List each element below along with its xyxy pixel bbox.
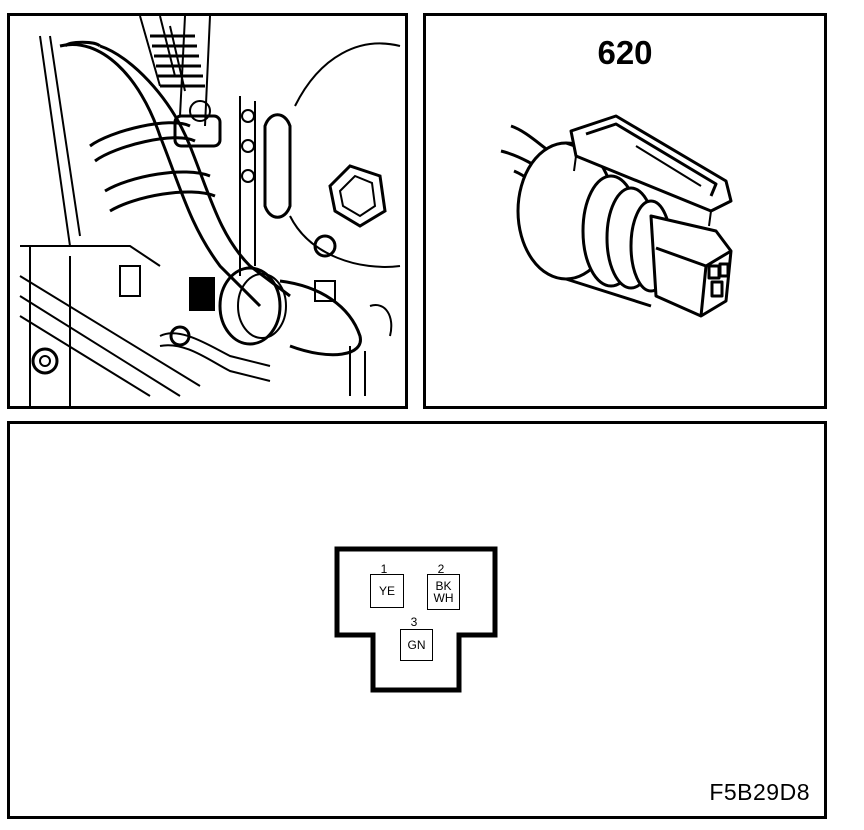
pin-1-number: 1: [380, 562, 388, 576]
pinout-panel: 1 YE 2 BK WH 3 GN F5B29D8: [7, 421, 827, 819]
pin-3-cavity: GN: [400, 629, 433, 661]
pin-2-wire-color: BK WH: [433, 579, 454, 605]
figure-code: F5B29D8: [709, 779, 810, 805]
pin-3-number: 3: [410, 615, 418, 629]
pin-3-wire-color: GN: [407, 638, 426, 652]
engine-bay-illustration: [7, 13, 408, 409]
connector-illustration-panel: 620: [423, 13, 827, 409]
pin-1-wire-color: YE: [378, 584, 395, 598]
connector-drawing: [500, 114, 733, 318]
pin-1-cavity: YE: [370, 574, 404, 608]
pin-2-number: 2: [437, 562, 445, 576]
pin-2-cavity: BK WH: [427, 574, 460, 610]
engine-bay-drawing: [19, 16, 401, 406]
connector-part-number: 620: [597, 34, 653, 71]
